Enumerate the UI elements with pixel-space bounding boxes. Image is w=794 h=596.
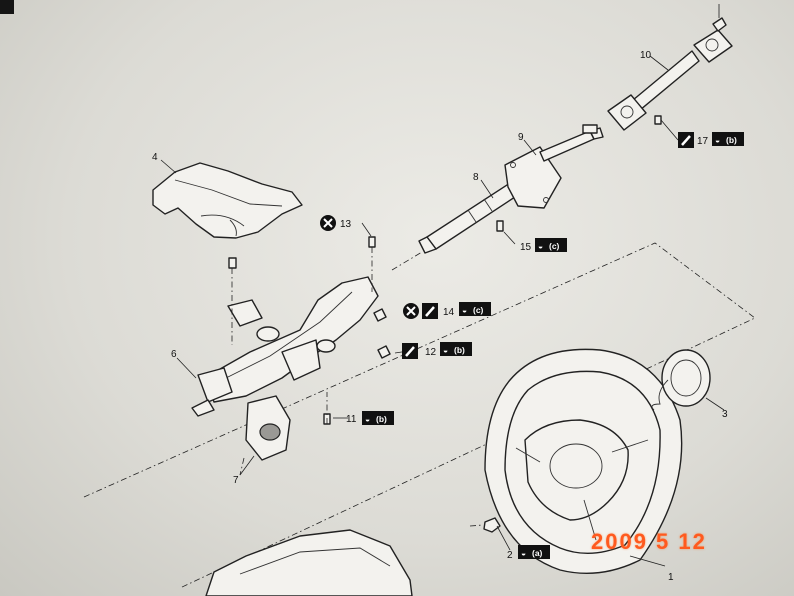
- callout-number: 12: [425, 347, 437, 358]
- svg-text:(b): (b): [726, 135, 737, 145]
- svg-text:(b): (b): [454, 345, 465, 355]
- callout-number: 2: [507, 550, 513, 561]
- callout-number: 14: [443, 307, 455, 318]
- steering-wheel-nut: [483, 517, 501, 533]
- callout-number: 11: [346, 414, 357, 425]
- torque-wrench-icon: ◒: [715, 135, 720, 145]
- torque-badge: ◒ (a): [518, 545, 550, 559]
- callout-number: 3: [722, 409, 728, 420]
- steering-wheel: [484, 348, 683, 574]
- photo-date-stamp: 2009 5 12: [591, 529, 707, 554]
- svg-text:(b): (b): [376, 414, 387, 424]
- torque-wrench-icon: ◒: [521, 548, 526, 558]
- steering-shaft: [418, 127, 604, 254]
- callout-number: 15: [520, 242, 532, 253]
- torque-badge: ◒ (b): [712, 132, 744, 146]
- torque-badge: ◒ (b): [440, 342, 472, 356]
- assembly-boundary-line: [83, 242, 756, 589]
- callout-number: 17: [697, 136, 709, 147]
- torque-wrench-icon: ◒: [365, 414, 370, 424]
- page-corner-shadow: [0, 0, 14, 14]
- grease-brush-icon: [678, 132, 694, 148]
- callout-number: 8: [473, 172, 479, 183]
- torque-wrench-icon: ◒: [443, 345, 448, 355]
- callout-number: 6: [171, 349, 177, 360]
- column-support-bracket: [191, 276, 379, 461]
- callout-number: 13: [340, 219, 352, 230]
- callout-number: 1: [668, 572, 674, 583]
- callout-number: 7: [233, 475, 239, 486]
- torque-badge: ◒ (c): [459, 302, 491, 316]
- lower-column-cover: [205, 529, 413, 596]
- grease-brush-icon: [422, 303, 438, 319]
- grease-brush-icon: [402, 343, 418, 359]
- fasteners: [228, 115, 662, 425]
- torque-badge: ◒ (c): [535, 238, 567, 252]
- steering-column-cover: [152, 162, 303, 239]
- torque-badge: ◒ (b): [362, 411, 394, 425]
- contact-coil: [651, 349, 711, 411]
- circled-x-icon: [403, 303, 419, 319]
- intermediate-shaft: [607, 4, 733, 131]
- callout-number: 4: [152, 152, 158, 163]
- torque-wrench-icon: ◒: [538, 241, 543, 251]
- svg-text:(c): (c): [549, 241, 560, 251]
- alignment-lines: [231, 247, 484, 527]
- circled-x-icon: [320, 215, 336, 231]
- svg-text:(c): (c): [473, 305, 484, 315]
- callout-number: 9: [518, 132, 524, 143]
- callout-number: 10: [640, 50, 652, 61]
- leader-lines: [160, 55, 725, 567]
- svg-text:(a): (a): [532, 548, 543, 558]
- torque-wrench-icon: ◒: [462, 305, 467, 315]
